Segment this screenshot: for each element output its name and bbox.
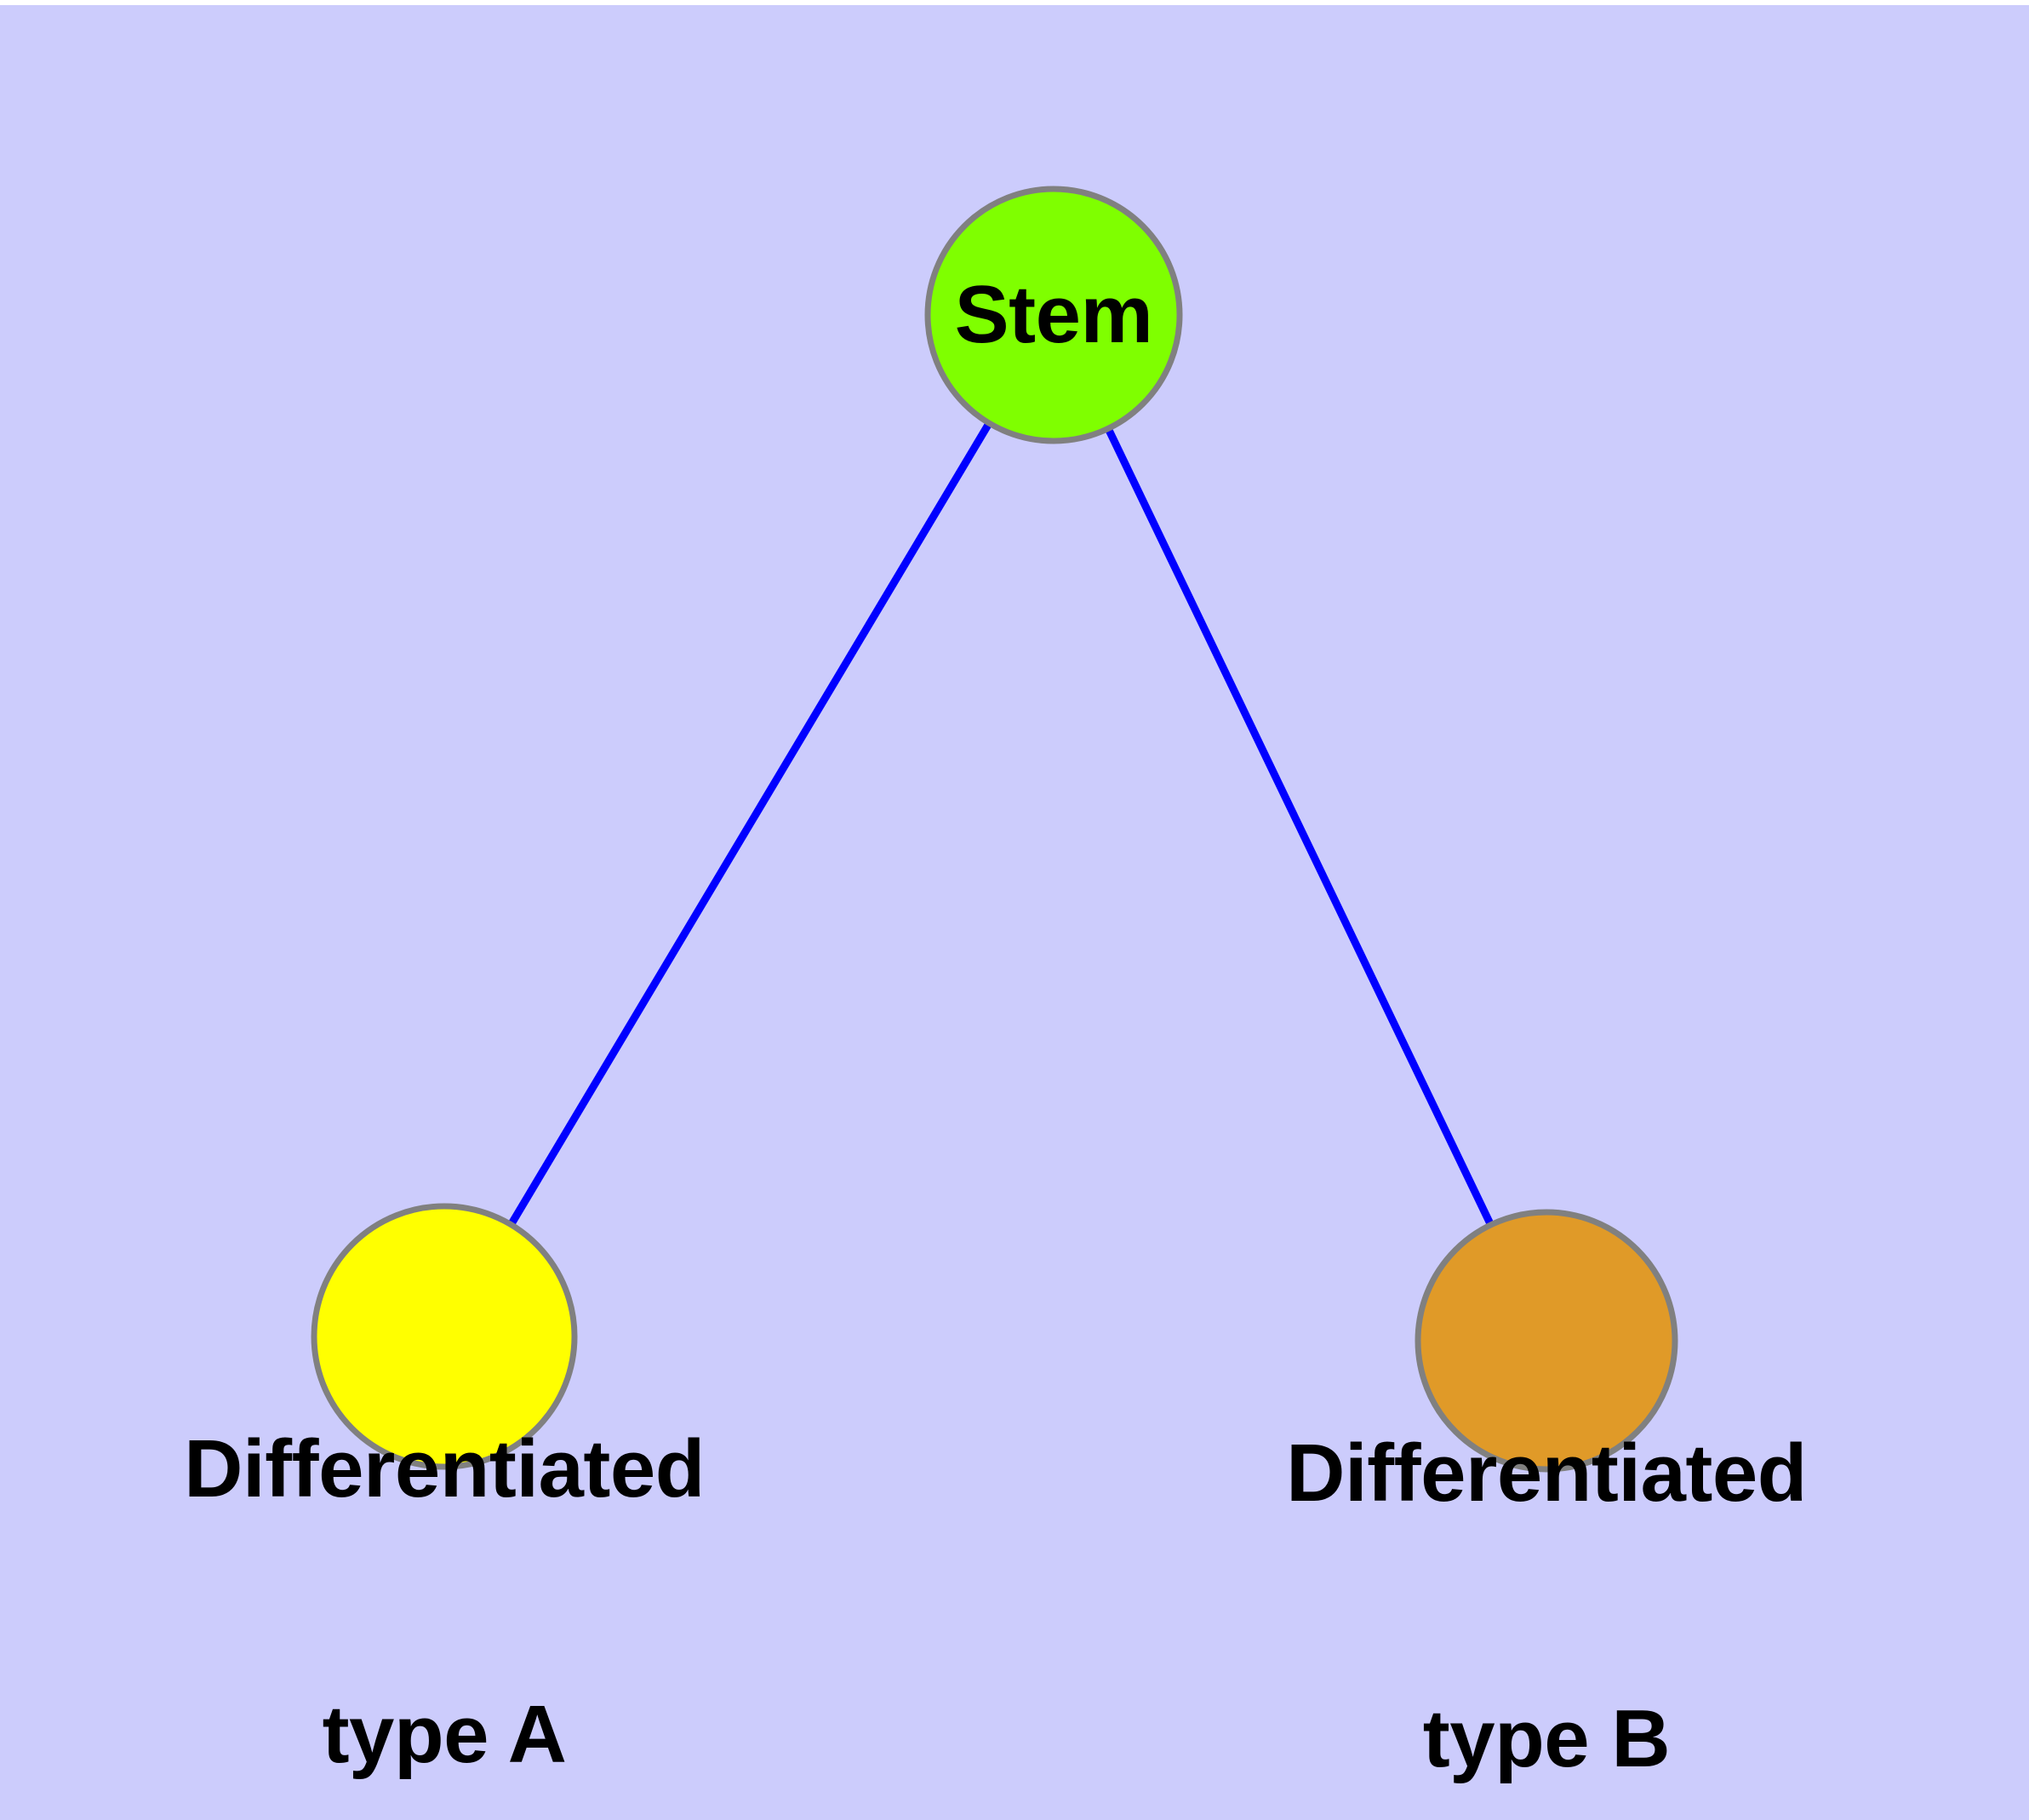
node-differentiated-type-b[interactable] <box>1415 1209 1678 1473</box>
graph-canvas-svg <box>311 186 1678 1473</box>
edge-stem-to-differentiated-type-a[interactable] <box>441 312 1057 1339</box>
node-differentiated-type-a[interactable] <box>311 1203 578 1470</box>
edge-layer <box>441 312 1551 1342</box>
diagram-canvas: Stem Differentiated type A Differentiate… <box>0 5 2029 1820</box>
edge-stem-to-differentiated-type-b[interactable] <box>1049 313 1551 1342</box>
node-stem[interactable] <box>924 186 1183 444</box>
node-layer <box>311 186 1678 1473</box>
